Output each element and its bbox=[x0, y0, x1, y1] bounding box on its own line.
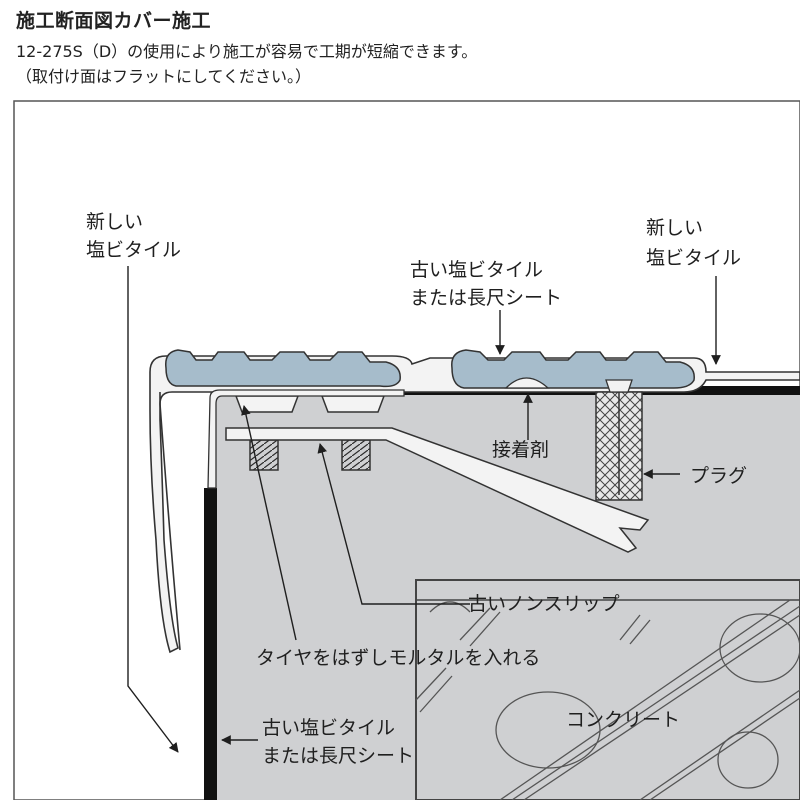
adhesive-bead bbox=[504, 377, 550, 389]
diagram-title: 施工断面図カバー施工 bbox=[16, 10, 212, 32]
concrete-body bbox=[210, 392, 800, 800]
label-concrete: コンクリート bbox=[566, 709, 680, 731]
leader-lines bbox=[127, 266, 721, 753]
label-adhesive: 接着剤 bbox=[492, 439, 549, 461]
description-line-1: 12-275S（D）の使用により施工が容易で工期が短縮できます。 bbox=[16, 42, 478, 61]
mortar-wedge bbox=[225, 427, 650, 553]
label-new-tile-right-2: 塩ビタイル bbox=[646, 247, 741, 269]
label-old-tile-top-2: または長尺シート bbox=[410, 287, 562, 309]
label-new-tile-left: 新しい bbox=[86, 211, 143, 233]
old-nonslip bbox=[415, 579, 800, 800]
corner-bracket bbox=[207, 389, 405, 489]
plug bbox=[595, 379, 643, 501]
label-old-tile-top: 古い塩ビタイル bbox=[410, 259, 543, 281]
description-line-2: （取付け面はフラットにしてください。） bbox=[16, 67, 312, 86]
label-new-tile-right: 新しい bbox=[646, 217, 703, 239]
label-old-tile-bottom: 古い塩ビタイル bbox=[262, 717, 395, 739]
label-old-nonslip: 古いノンスリップ bbox=[468, 593, 620, 615]
label-old-tile-bottom-2: または長尺シート bbox=[262, 745, 414, 767]
tire-inserts bbox=[165, 349, 695, 389]
label-mortar: タイヤをはずしモルタルを入れる bbox=[256, 647, 540, 669]
old-tile-riser bbox=[204, 488, 217, 800]
label-new-tile-left-2: 塩ビタイル bbox=[86, 239, 181, 261]
concrete-hatching bbox=[415, 599, 800, 800]
label-plug: プラグ bbox=[690, 465, 747, 487]
